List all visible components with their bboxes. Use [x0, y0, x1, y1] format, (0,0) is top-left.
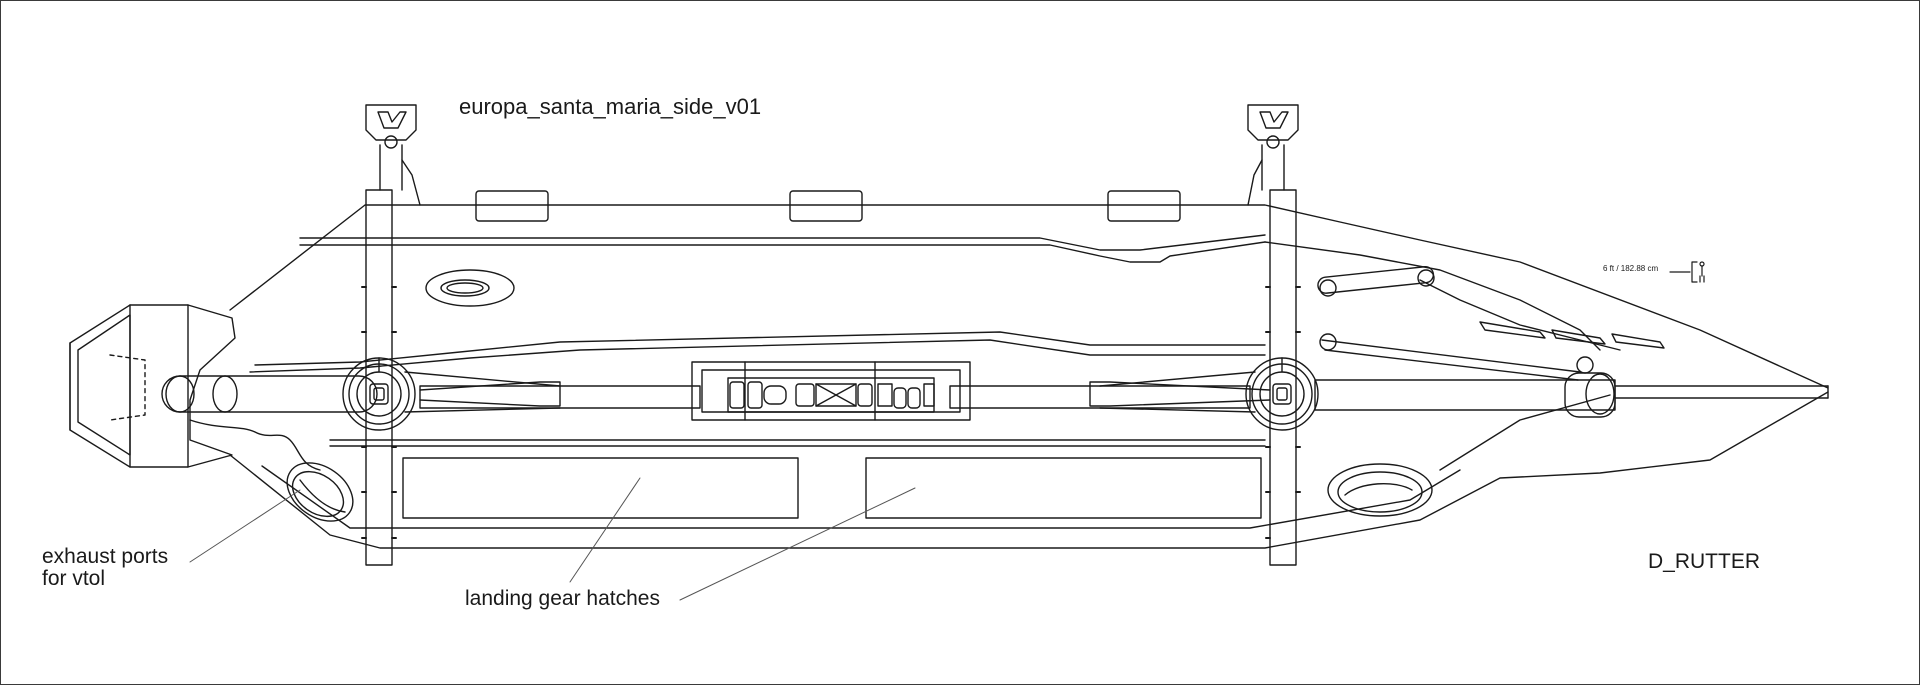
landing-gear-hatches — [403, 458, 1261, 518]
spine-tube-front-sleeve — [1565, 373, 1615, 417]
nose-window-2 — [1552, 330, 1605, 344]
callout-exhaust-ports: exhaust ports for vtol — [42, 546, 168, 590]
rear-engine — [70, 305, 320, 470]
front-rails — [1317, 266, 1593, 380]
leader-landing-right — [680, 488, 915, 600]
engine-cable — [190, 420, 320, 470]
nose-upper-line — [1265, 242, 1600, 350]
callout-landing-gear: landing gear hatches — [465, 587, 660, 610]
dorsal-module-1 — [476, 191, 548, 221]
landing-gear-hatch-left — [403, 458, 798, 518]
author-signature: D_RUTTER — [1648, 550, 1761, 573]
exhaust-port-right — [1328, 464, 1432, 516]
spine-assembly — [162, 372, 1828, 417]
spine-tube-center-right — [950, 386, 1250, 408]
strut-rivets — [362, 287, 1300, 538]
nozzle-inner — [78, 315, 130, 455]
hull-upper-panel — [300, 242, 1265, 262]
leader-landing-left — [570, 478, 640, 582]
nozzle-housing — [70, 305, 235, 467]
drawing-title: europa_santa_maria_side_v01 — [459, 94, 762, 119]
top-clamp-right — [1248, 105, 1298, 205]
dorsal-modules — [476, 191, 1180, 221]
center-module — [692, 362, 970, 420]
nose-lower-line — [1440, 395, 1610, 470]
leader-exhaust — [190, 490, 300, 562]
hull-top-outline — [230, 205, 1828, 388]
callout-exhaust-line2: for vtol — [42, 567, 106, 590]
exhaust-port-left — [276, 451, 364, 533]
strut-left — [366, 190, 392, 565]
leader-lines — [190, 478, 915, 600]
callout-exhaust-line1: exhaust ports — [42, 545, 169, 568]
hull — [230, 205, 1828, 548]
nose-window-3 — [1612, 334, 1664, 348]
nose-window-1 — [1480, 322, 1545, 338]
hub-left — [343, 358, 415, 430]
scale-marker — [1670, 262, 1704, 282]
hub-right — [1246, 358, 1318, 430]
hull-inner-bottom — [262, 466, 1460, 528]
landing-gear-hatch-right — [866, 458, 1261, 518]
scale-note: 6 ft / 182.88 cm — [1603, 264, 1659, 273]
nose-canopy — [1420, 280, 1620, 350]
dorsal-module-2 — [790, 191, 862, 221]
dorsal-module-3 — [1108, 191, 1180, 221]
hull-mid-band — [255, 332, 1265, 365]
hull-bottom-outline — [230, 392, 1828, 548]
hull-upper-panel-2 — [300, 235, 1265, 250]
top-clamp-left — [366, 105, 420, 205]
upper-hatch — [426, 270, 514, 306]
hull-mid-band-2 — [250, 340, 1265, 372]
spine-tube-rear — [162, 376, 377, 412]
